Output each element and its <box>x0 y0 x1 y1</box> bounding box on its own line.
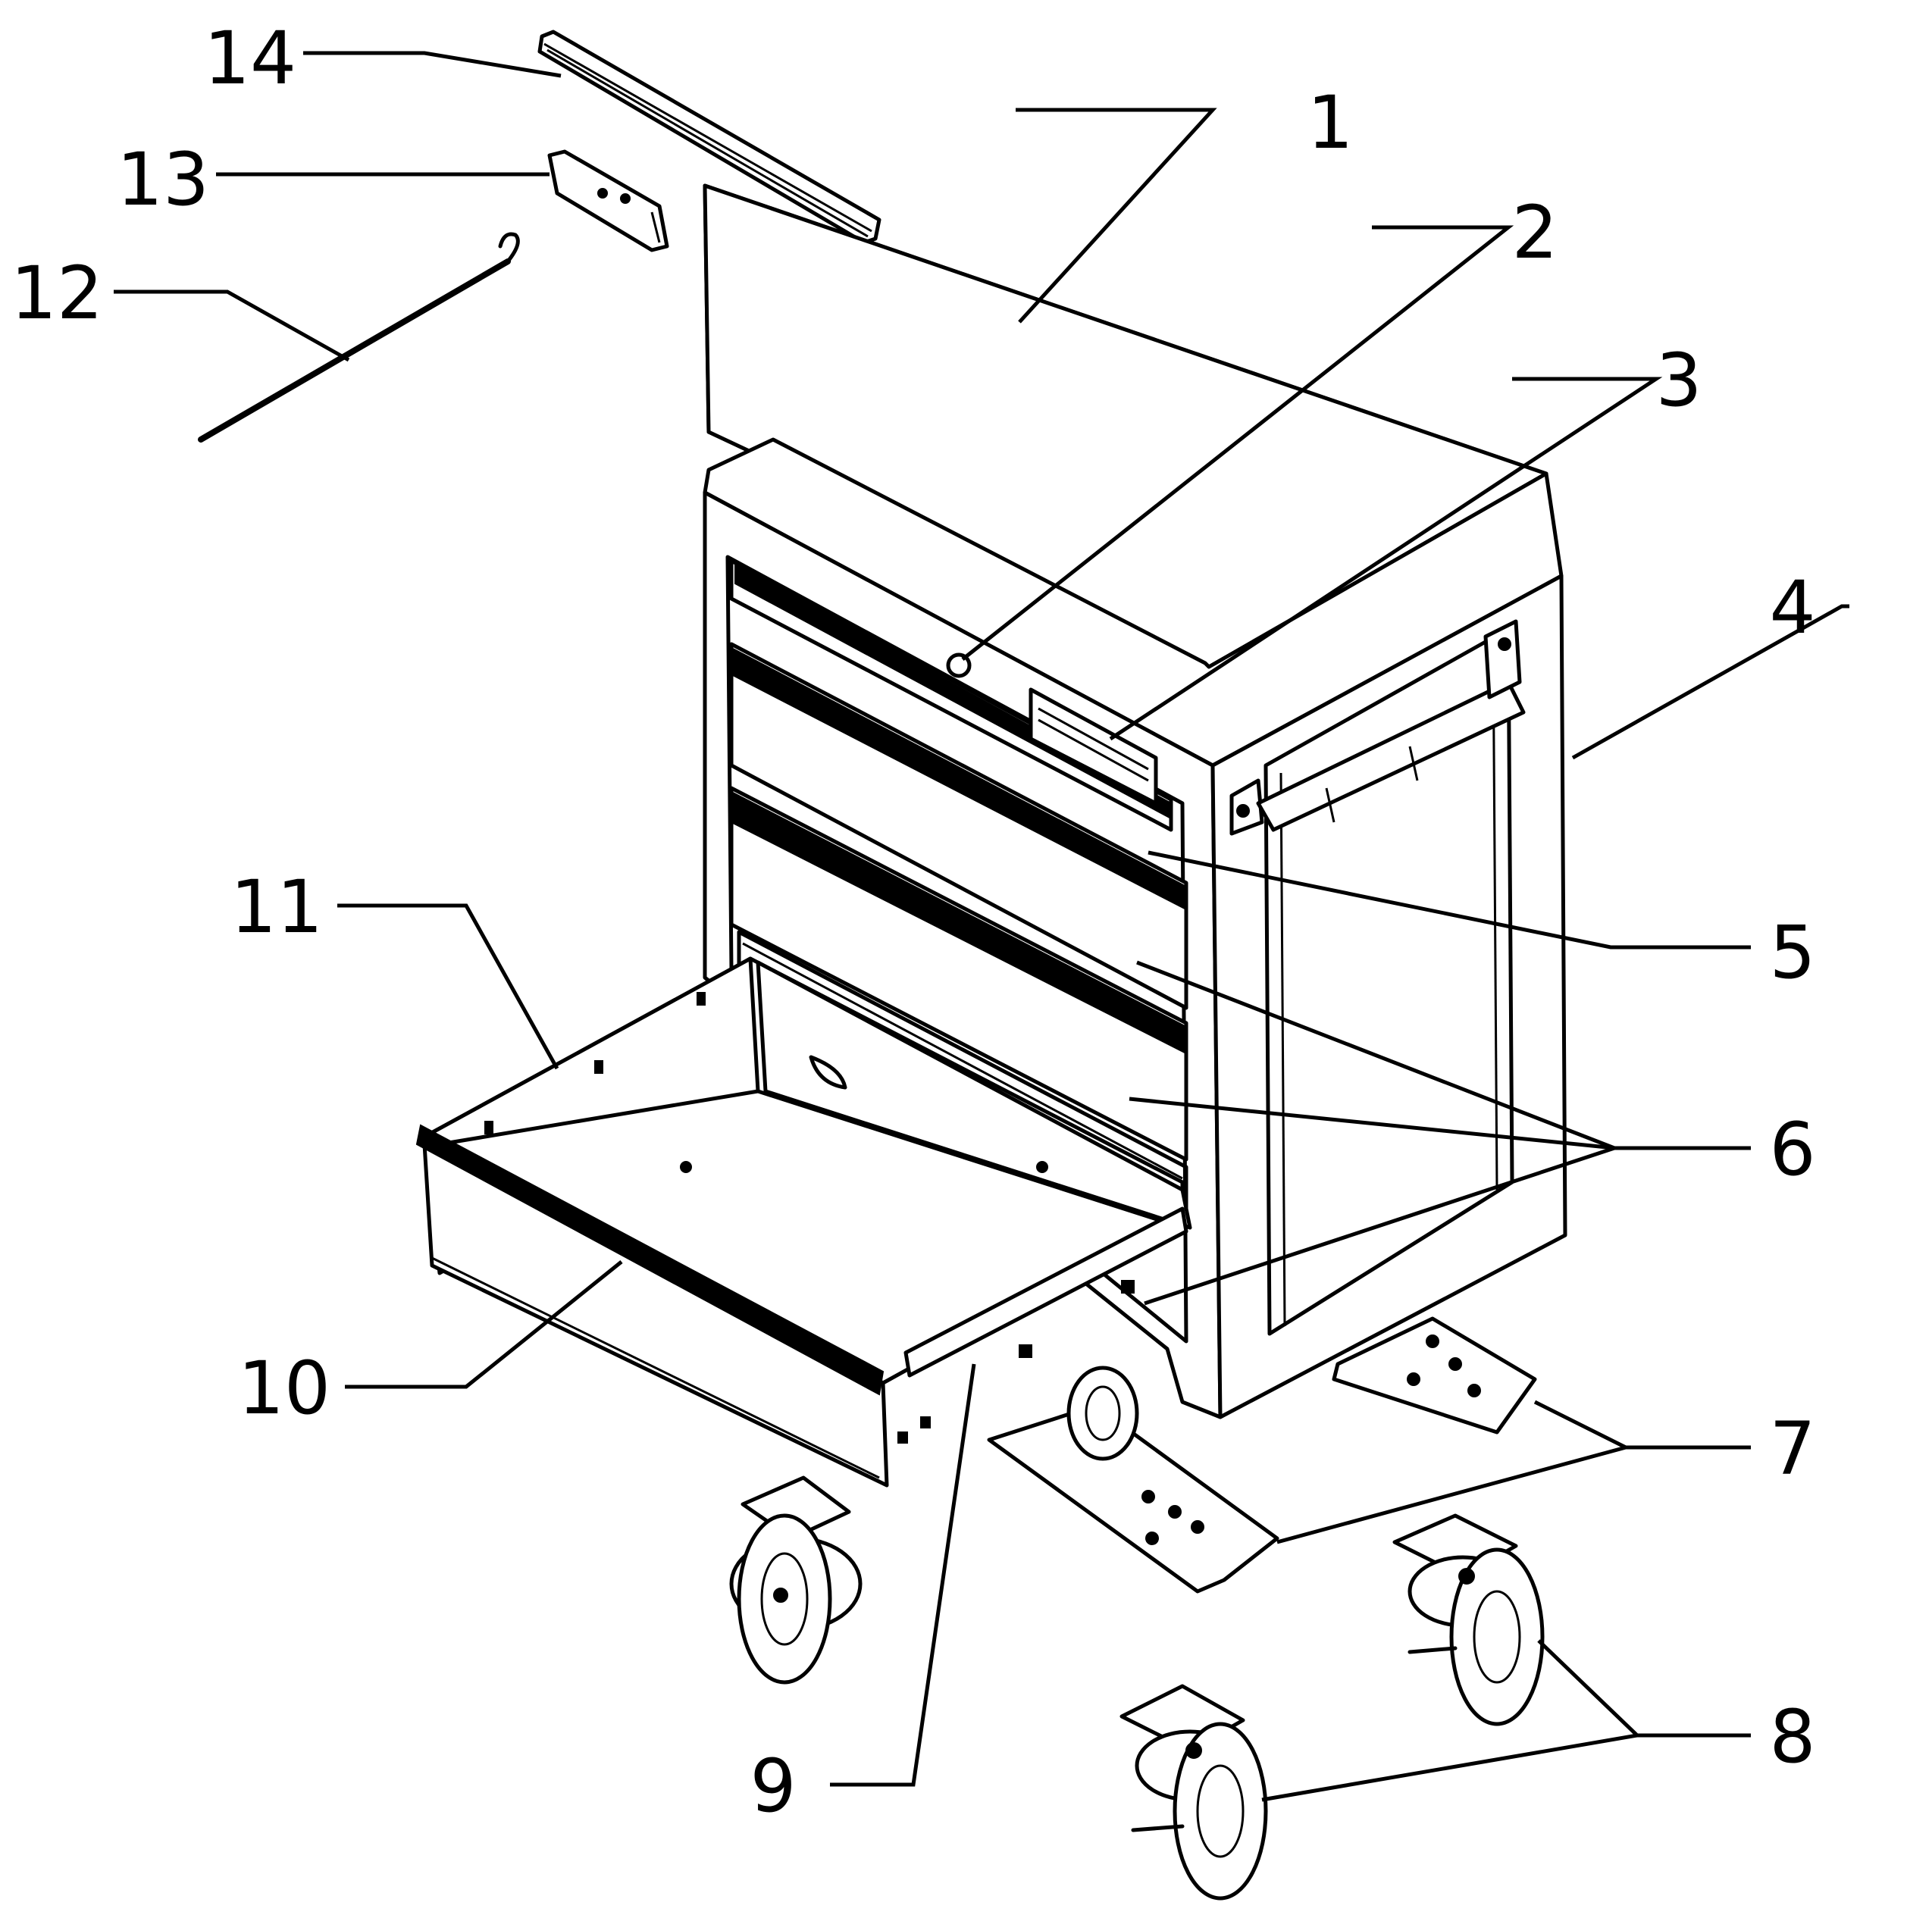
callout-10: 10 <box>238 1346 330 1431</box>
leader-14 <box>303 51 562 78</box>
part-14-slide-rail <box>537 30 881 245</box>
leader-4 <box>1571 604 1849 760</box>
callout-5: 5 <box>1769 910 1815 995</box>
callout-11: 11 <box>230 865 323 950</box>
leader-8a <box>1537 1639 1751 1738</box>
leader-8b <box>1261 1733 1638 1802</box>
leader-3 <box>1109 377 1663 741</box>
callout-9: 9 <box>750 1744 796 1829</box>
drawer-stack <box>729 559 1188 1215</box>
callout-2: 2 <box>1511 190 1558 275</box>
callout-12: 12 <box>11 251 103 336</box>
callout-1: 1 <box>1307 80 1353 165</box>
callout-8: 8 <box>1769 1694 1815 1779</box>
callout-labels: 1 2 3 4 5 6 7 8 9 10 11 12 13 14 <box>11 16 1816 1829</box>
leader-7a <box>1533 1400 1751 1450</box>
callout-13: 13 <box>117 137 209 222</box>
callout-3: 3 <box>1655 338 1702 423</box>
part-8-casters <box>1119 1513 1545 1901</box>
leader-2 <box>961 225 1514 661</box>
leader-6b <box>1129 1097 1615 1150</box>
caster-loose-1 <box>1392 1513 1545 1726</box>
part-4-side-handle <box>1229 619 1526 836</box>
caster-rear <box>1066 1366 1139 1461</box>
part-9-drawer-slide <box>903 1206 1188 1378</box>
leader-10 <box>345 1260 623 1389</box>
part-11-open-drawer <box>415 956 1192 1488</box>
callout-4: 4 <box>1769 565 1815 650</box>
leader-lines <box>114 51 1849 1802</box>
leader-9 <box>830 1363 976 1787</box>
callout-6: 6 <box>1769 1107 1815 1192</box>
part-12-rod <box>198 232 520 443</box>
callout-14: 14 <box>204 16 296 101</box>
part-13-bracket <box>547 149 669 252</box>
leader-6c <box>1144 1146 1615 1306</box>
caster-front-left <box>729 1475 863 1685</box>
leader-12 <box>114 289 350 362</box>
part-10-drawer-front-handle <box>415 1124 885 1479</box>
caster-loose-2 <box>1119 1684 1268 1901</box>
leader-11 <box>337 903 559 1070</box>
part-7-base-plates <box>987 1316 1537 1594</box>
leader-7b <box>1276 1445 1627 1544</box>
callout-7: 7 <box>1769 1406 1815 1491</box>
leader-1 <box>1016 108 1217 324</box>
leader-5 <box>1148 850 1751 950</box>
